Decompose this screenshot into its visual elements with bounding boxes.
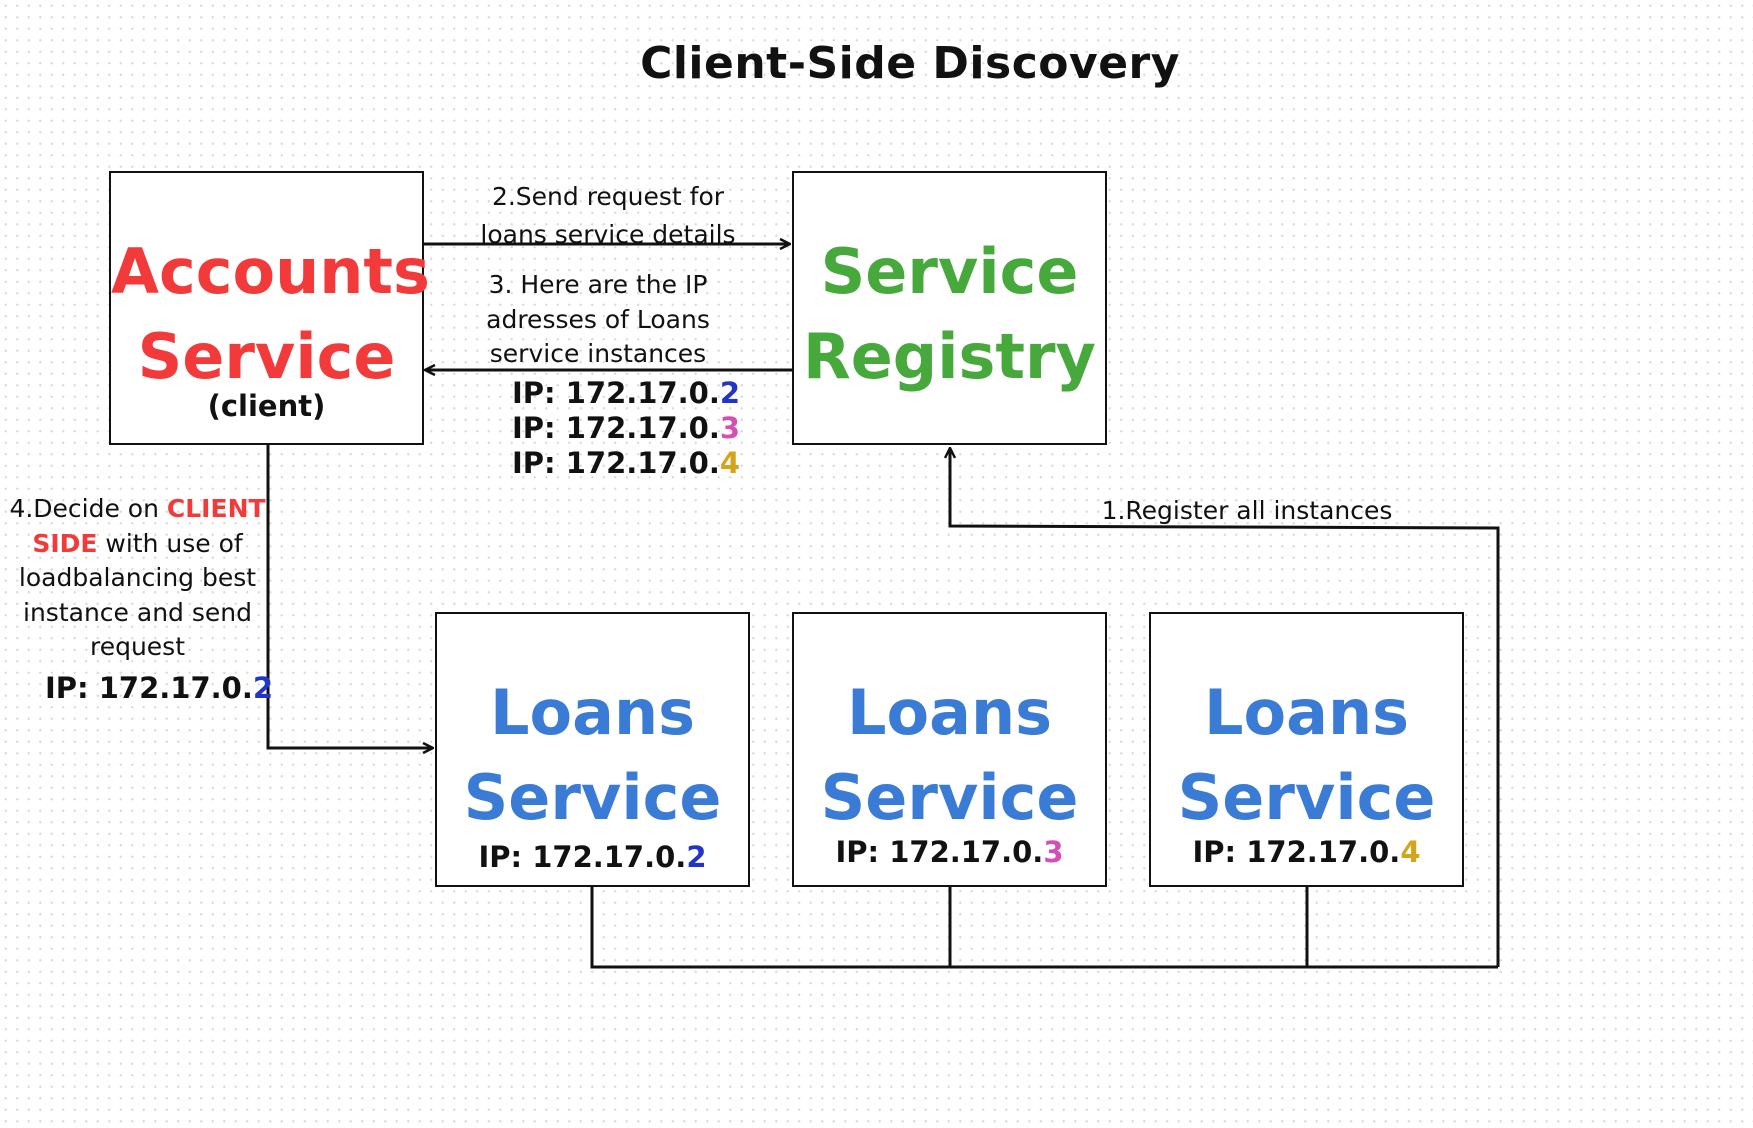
step3-line1: 3. Here are the IP [488, 270, 708, 299]
step2-line1: 2.Send request for [491, 182, 725, 211]
loans-service-1-line1: Loans [490, 676, 695, 749]
accounts-service-role: (client) [207, 389, 326, 423]
bus-line-loans [590, 887, 1498, 969]
loans-service-1-ip: IP: 172.17.0.2 [437, 843, 748, 872]
step4-suffix: with use of [97, 528, 243, 558]
step3-ip-3: IP: 172.17.0.4 [512, 444, 740, 482]
ip-suffix: 2 [719, 376, 741, 410]
step3-label: 3. Here are the IP adresses of Loans ser… [448, 268, 748, 372]
loans-service-1-line2: Service [463, 761, 722, 834]
step4-highlight-side: SIDE [32, 528, 98, 558]
ip-suffix: 3 [719, 411, 741, 445]
loans-service-3-line2: Service [1177, 761, 1436, 834]
step4-line3: loadbalancing best [18, 563, 257, 592]
ip-suffix: 4 [1400, 835, 1421, 869]
ip-prefix: IP: 172.17.0. [45, 671, 253, 705]
accounts-service-line1: Accounts [111, 235, 430, 308]
ip-suffix: 4 [719, 446, 741, 480]
loans-service-3-line1: Loans [1204, 676, 1409, 749]
step4-highlight-client: CLIENT [166, 494, 266, 523]
step2-line2: loans service details [480, 220, 736, 249]
step3-line3: service instances [489, 339, 707, 368]
step4-line5: request [89, 632, 186, 661]
diagram-title: Client-Side Discovery [640, 38, 1180, 89]
ip-prefix: IP: 172.17.0. [478, 840, 687, 874]
accounts-service-box: Accounts Service (client) [109, 171, 430, 445]
step1-label: 1.Register all instances [1101, 496, 1393, 525]
loans-service-2-line1: Loans [847, 676, 1052, 749]
step3-line2: adresses of Loans [486, 304, 710, 334]
step4-label: 4.Decide on CLIENT SIDE with use of load… [5, 492, 270, 665]
ip-suffix: 2 [686, 840, 707, 874]
loans-service-box-2: Loans Service IP: 172.17.0.3 [792, 612, 1107, 887]
ip-prefix: IP: 172.17.0. [835, 835, 1044, 869]
service-registry-line2: Registry [803, 320, 1096, 393]
service-registry-box: Service Registry [792, 171, 1107, 445]
step4-ip: IP: 172.17.0.2 [45, 669, 273, 707]
loans-service-3-ip: IP: 172.17.0.4 [1151, 838, 1462, 867]
arrow-register-instances [950, 448, 1500, 967]
step2-label: 2.Send request for loans service details [458, 178, 758, 254]
step4-line2: SIDE with use of [5, 527, 270, 562]
loans-service-2-ip: IP: 172.17.0.3 [794, 838, 1105, 867]
step3-ip-2: IP: 172.17.0.3 [512, 409, 740, 447]
ip-prefix: IP: 172.17.0. [512, 376, 720, 410]
service-registry-line1: Service [820, 235, 1079, 308]
ip-suffix: 2 [252, 671, 274, 705]
ip-suffix: 3 [1043, 835, 1064, 869]
accounts-service-line2: Service [137, 320, 396, 393]
ip-prefix: IP: 172.17.0. [1192, 835, 1401, 869]
ip-prefix: IP: 172.17.0. [512, 446, 720, 480]
loans-service-box-1: Loans Service IP: 172.17.0.2 [435, 612, 750, 887]
arrow-client-request [266, 445, 433, 748]
loans-service-box-3: Loans Service IP: 172.17.0.4 [1149, 612, 1464, 887]
step3-ip-1: IP: 172.17.0.2 [512, 374, 740, 412]
loans-service-2-line2: Service [820, 761, 1079, 834]
step4-line4: instance and send [23, 597, 252, 627]
step4-line1: 4.Decide on CLIENT [5, 492, 270, 527]
step4-prefix: 4.Decide on [9, 494, 167, 523]
ip-prefix: IP: 172.17.0. [512, 411, 720, 445]
